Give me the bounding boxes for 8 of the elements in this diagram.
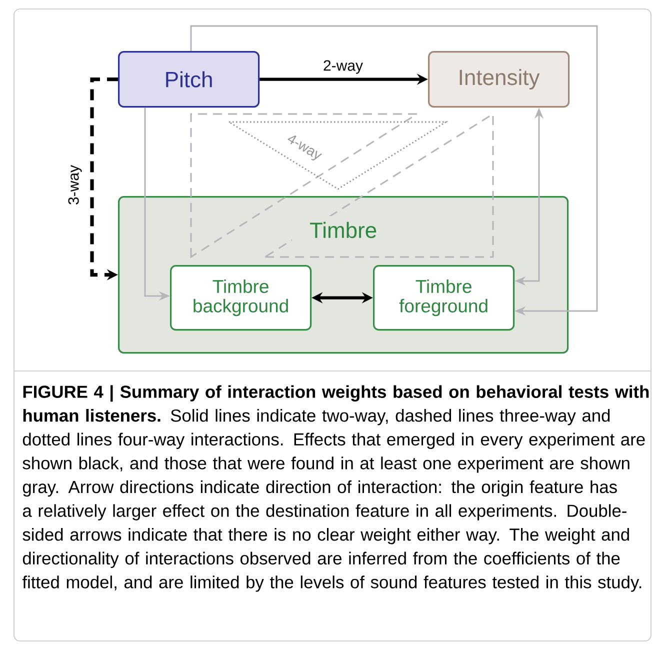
arrow [190,25,598,316]
edge-label: 2-way [322,59,364,75]
figure-caption: FIGURE 4 | Summary of interaction weights based on behavioral tests with human listeners. Solid lines indicate two-way, dashed lines three-way and dotted lines four-way interactions. Effects that emerged in every experiment are shown black, and those that were found in at least one experiment are shown gray. Arrow directions indicate direction of interaction: the origin feature has a relatively larger effect on the destination feature in all experiments. Double-sided arrows indicate that there is no clear weight either way. The weight and directionality of interactions observed are inferred from the coefficients of the fitted model, and are limited by the levels of sound features tested in this study. [22,385,649,592]
feature-box: Pitch [118,51,260,108]
feature-box: Timbre background [170,265,312,331]
feature-box: Intensity [428,51,570,108]
edge-label: 3-way [67,164,83,206]
feature-box: Timbre foreground [373,265,515,331]
